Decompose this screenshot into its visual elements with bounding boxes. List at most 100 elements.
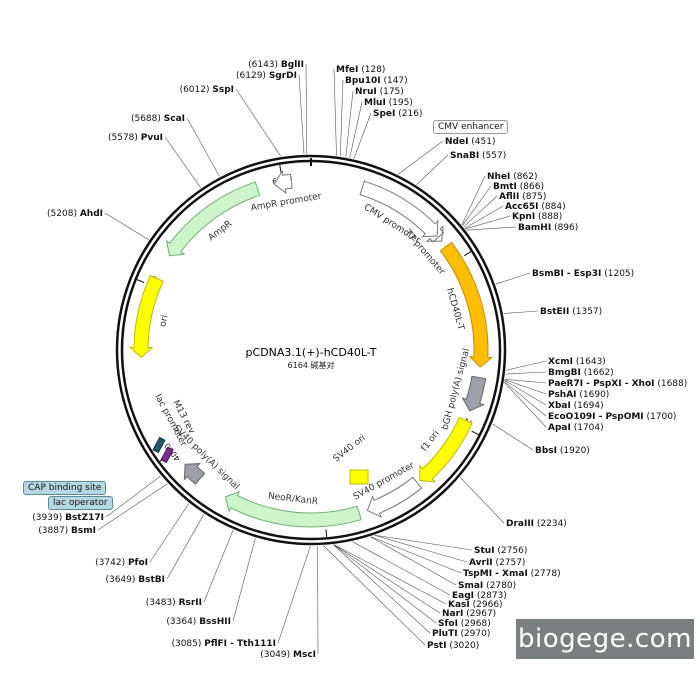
site-name: PvuI [141,133,163,143]
site-position: (3939) [32,513,65,523]
feature-label: ori [158,314,170,327]
site-position: (3887) [38,526,71,536]
site-position: (3020) [446,641,479,651]
site-position: (3742) [95,558,128,568]
site-name: Bpu10I [345,76,381,86]
site-position: (1643) [573,357,606,367]
site-leader-line [503,310,539,314]
site-name: AhdI [80,209,103,219]
site-position: (128) [358,65,385,75]
feature-arrow [273,169,293,195]
site-position: (888) [535,212,562,222]
site-label: PaeR7I - PspXI - XhoI (1688) [548,379,687,389]
site-name: BsmBI - Esp3I [532,269,601,279]
site-label: MluI (195) [364,98,413,108]
site-leader-line [203,529,234,603]
feature-arrow [183,463,206,485]
feature-arrow [128,274,164,359]
feature-arrow [224,490,362,528]
site-position: (1920) [557,446,590,456]
m13-rev-box [152,436,166,454]
site-leader-line [333,544,447,605]
site-name: BmgBI [548,368,581,378]
site-label: (6012) SspI [180,85,234,95]
site-position: (5208) [47,209,80,219]
site-name: KpnI [512,212,535,222]
site-label: ApaI (1704) [548,423,604,433]
site-position: (6012) [180,85,213,95]
site-leader-line [466,226,517,231]
tick-mark [464,250,473,257]
site-position: (2966) [470,600,503,610]
site-position: (5578) [108,133,141,143]
site-name: PshAI [548,390,577,400]
site-position: (2780) [483,581,516,591]
site-leader-line [323,545,426,646]
site-leader-line [397,140,444,175]
site-label: (3887) BsmI [38,526,96,536]
site-label: AvrII (2757) [469,558,525,568]
site-name: PluTI [432,629,458,639]
map-title: pCDNA3.1(+)-hCD40L-T [246,346,377,359]
site-label: EcoO109I - PspOMI (1700) [548,412,676,422]
site-position: (2778) [528,569,561,579]
site-leader-line [370,536,457,586]
site-position: (5688) [131,114,164,124]
site-position: (3483) [146,598,179,608]
feature-label: AmpR promoter [250,192,322,214]
site-position: (896) [551,223,578,233]
site-name: AflII [499,192,519,202]
site-label: BsmBI - Esp3I (1205) [532,269,634,279]
site-leader-line [164,136,202,189]
site-position: (862) [510,172,537,182]
site-name: PfoI [128,558,148,568]
site-leader-line [459,477,505,524]
site-name: KasI [448,600,470,610]
feature-arrow [359,180,439,238]
site-leader-line [104,212,149,241]
site-position: (2757) [493,558,526,568]
site-leader-line [345,90,354,158]
site-leader-line [504,379,547,395]
site-label: PstI (3020) [427,641,479,651]
site-label: (3742) PfoI [95,558,148,568]
site-name: SgrDI [269,71,297,81]
site-position: (2970) [458,629,491,639]
site-position: (1690) [577,390,610,400]
site-name: NarI [442,609,463,619]
m13-rev-box-2 [160,446,174,464]
site-position: (1205) [601,269,634,279]
site-leader-line [504,381,547,417]
site-leader-line [105,475,161,518]
site-leader-line [495,272,531,285]
site-name: NdeI [445,137,468,147]
feature-arrow [439,241,494,368]
site-position: (2968) [458,619,491,629]
site-name: BsmI [71,526,96,536]
site-name: Acc65I [505,202,539,212]
site-name: PaeR7I - PspXI - XhoI [548,379,654,389]
site-leader-line [464,205,504,229]
site-leader-line [333,68,337,156]
site-label: (3049) MscI [260,650,316,660]
site-name: NheI [487,172,510,182]
site-leader-line [149,503,190,563]
lac-operator-tag: lac operator [48,496,113,510]
site-leader-line [186,117,220,177]
site-label: (6129) SgrDI [236,71,297,81]
site-leader-line [505,371,547,375]
site-label: SnaBI (557) [450,151,506,161]
site-leader-line [333,544,441,614]
site-label: KpnI (888) [512,212,562,222]
feature-arrow [425,224,445,243]
map-subtitle: 6164 碱基对 [288,360,335,370]
site-position: (3649) [105,575,138,585]
site-name: MscI [293,650,316,660]
site-label: NheI (862) [487,172,537,182]
site-position: (147) [381,76,408,86]
site-leader-line [349,101,363,158]
site-label: (6143) BglII [248,60,304,70]
site-label: SmaI (2780) [458,581,516,591]
site-name: DraIII [506,519,534,529]
site-label: (5578) PvuI [108,133,163,143]
